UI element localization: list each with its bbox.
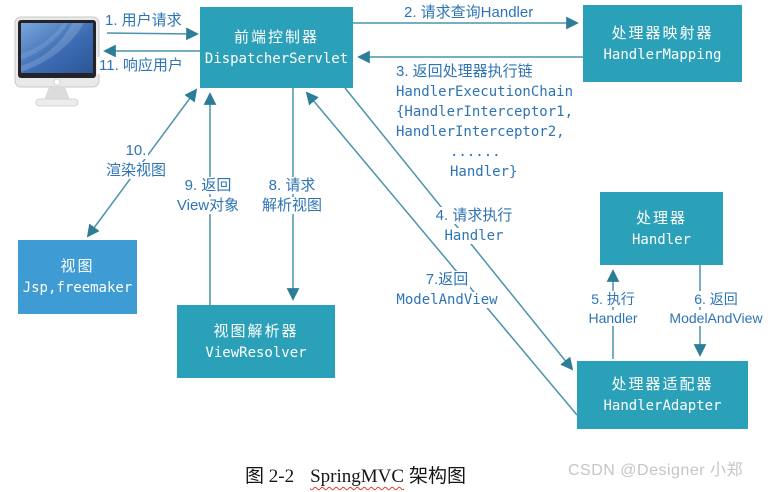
node-title: 处理器适配器 [611,376,714,393]
node-title: 视图 [60,258,95,275]
caption-title-highlight: SpringMVC [310,466,405,487]
csdn-watermark: CSDN @Designer 小郑 [568,462,744,479]
label-step9: 9. 返回 View对象 [174,177,242,214]
label-step8: 8. 请求 解析视图 [259,177,324,214]
node-subtitle: Handler [631,231,691,248]
label-step1: 1. 用户请求 [103,12,184,29]
node-subtitle: ViewResolver [205,344,307,361]
node-view-resolver: 视图解析器 ViewResolver [177,305,335,378]
caption-title-suffix: 架构图 [409,466,467,487]
node-view: 视图 Jsp,freemaker [18,240,137,314]
label-step7: 7.返回 ModelAndView [394,271,500,308]
node-title: 前端控制器 [233,28,319,46]
label-step2: 2. 请求查询Handler [402,4,536,21]
label-step10: 10. 渲染视图 [103,142,168,179]
user-computer-icon [12,14,104,108]
label-step5: 5. 执行 Handler [586,291,640,326]
node-handler-adapter: 处理器适配器 HandlerAdapter [577,361,748,429]
arrow-1-user-request [106,27,199,41]
label-step3: 3. 返回处理器执行链 HandlerExecutionChain {Handl… [394,63,576,180]
label-step4: 4. 请求执行 Handler [433,207,515,244]
arrow-7-return-modelandview [305,91,578,416]
node-handler: 处理器 Handler [600,192,723,265]
label-step6: 6. 返回 ModelAndView [667,291,765,326]
label-step11: 11. 响应用户 [97,57,185,74]
node-title: 处理器 [635,209,687,227]
node-subtitle: HandlerMapping [603,46,722,63]
node-handler-mapping: 处理器映射器 HandlerMapping [583,5,742,82]
node-dispatcher-servlet: 前端控制器 DispatcherServlet [200,7,353,88]
node-subtitle: HandlerAdapter [603,398,722,414]
node-title: 视图解析器 [213,322,299,340]
node-title: 处理器映射器 [611,24,714,42]
caption-number: 图 2-2 [245,466,295,487]
node-subtitle: DispatcherServlet [204,50,349,67]
node-subtitle: Jsp,freemaker [22,280,133,296]
